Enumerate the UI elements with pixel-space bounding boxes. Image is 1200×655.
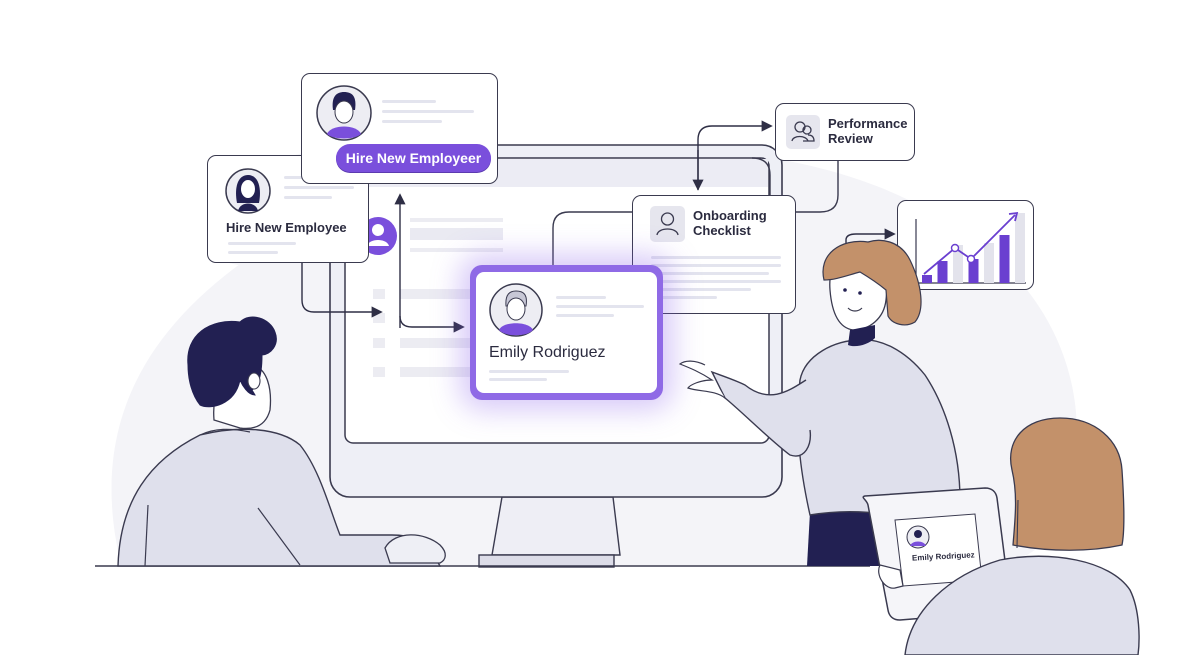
- chart-bar: [1015, 213, 1025, 283]
- placeholder-line: [489, 370, 569, 373]
- chart-bar: [937, 261, 948, 283]
- checklist-line: [651, 280, 781, 283]
- man-at-desk: [117, 316, 446, 567]
- bar-chart-icon: [915, 211, 1026, 284]
- checklist-line: [651, 272, 769, 275]
- chart-bar: [968, 259, 979, 283]
- performance-chart-card[interactable]: [897, 200, 1034, 290]
- placeholder-line: [284, 196, 332, 199]
- male-avatar-icon: [316, 85, 372, 141]
- performance-review-title-line1: Performance: [828, 116, 908, 131]
- chart-bar: [922, 275, 932, 283]
- performance-review-title-line2: Review: [828, 131, 873, 146]
- chart-bar: [953, 245, 963, 283]
- hire-new-employer-button[interactable]: Hire New Employeer: [336, 144, 491, 172]
- woman-presenter: [678, 239, 961, 566]
- male-avatar-icon: [489, 283, 543, 337]
- placeholder-line: [556, 314, 614, 317]
- chart-bar: [999, 235, 1010, 283]
- checklist-line: [651, 288, 751, 291]
- placeholder-line: [284, 186, 354, 189]
- placeholder-line: [489, 378, 547, 381]
- placeholder-line: [382, 120, 442, 123]
- checklist-line: [651, 296, 717, 299]
- user-icon: [650, 206, 685, 242]
- woman-with-tablet: [904, 417, 1140, 655]
- hire-new-employee-card[interactable]: Hire New Employee: [207, 155, 369, 263]
- female-avatar-icon: [225, 168, 271, 214]
- employee-name: Emily Rodriguez: [489, 344, 606, 361]
- placeholder-line: [382, 110, 474, 113]
- placeholder-line: [556, 296, 606, 299]
- placeholder-line: [382, 100, 436, 103]
- chart-bar: [984, 243, 994, 283]
- placeholder-line: [228, 251, 278, 254]
- checklist-line: [651, 256, 781, 259]
- onboarding-checklist-title-line2: Checklist: [693, 223, 751, 238]
- users-icon: [786, 115, 820, 149]
- placeholder-line: [556, 305, 644, 308]
- performance-review-card[interactable]: Performance Review: [775, 103, 915, 161]
- checklist-line: [651, 264, 781, 267]
- employee-profile-card[interactable]: Emily Rodriguez: [476, 272, 657, 393]
- hire-new-employer-card[interactable]: Hire New Employeer: [301, 73, 498, 184]
- placeholder-line: [228, 242, 296, 245]
- onboarding-checklist-title-line1: Onboarding: [693, 208, 767, 223]
- hire-new-employee-title: Hire New Employee: [226, 220, 347, 235]
